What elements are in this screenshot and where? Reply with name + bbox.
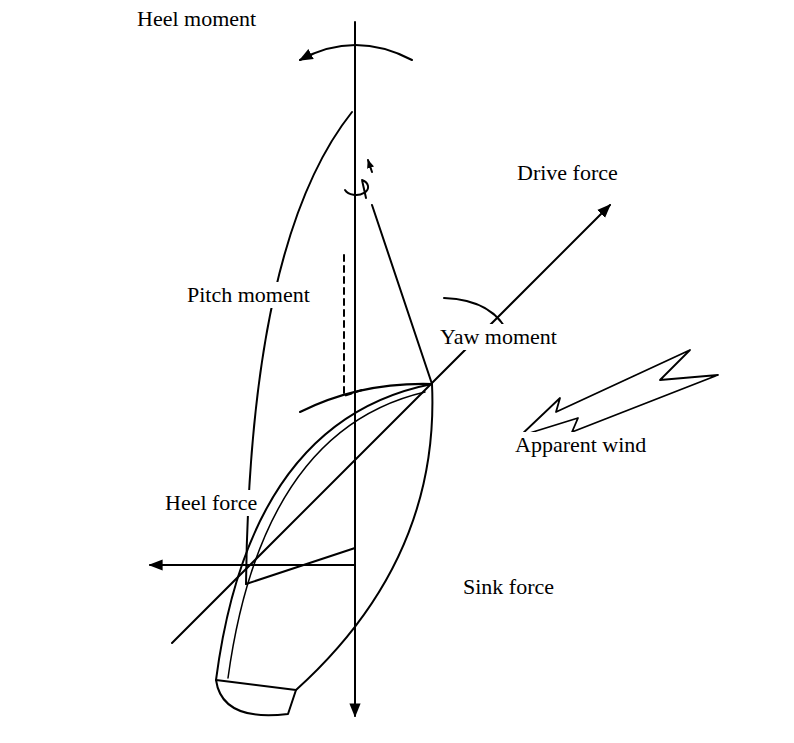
deck-line [228, 392, 425, 678]
sink-force-label: Sink force [460, 574, 557, 600]
heel-moment-arc [300, 45, 412, 60]
hull-side [216, 384, 432, 680]
forestay [372, 205, 432, 384]
hull-side [296, 384, 432, 690]
deck-line [300, 384, 432, 412]
heel-force-arrow [150, 564, 355, 566]
sail-leech [246, 112, 352, 584]
pitch-moment-head [368, 160, 372, 172]
yaw-moment-label: Yaw moment [437, 324, 560, 350]
drive-force-label: Drive force [514, 160, 621, 186]
heel-force-label: Heel force [162, 490, 260, 516]
apparent-wind-label: Apparent wind [512, 432, 649, 458]
heel-moment-label: Heel moment [134, 6, 259, 32]
pitch-moment-label: Pitch moment [184, 282, 313, 308]
pitch-moment-curl [345, 180, 368, 198]
dashed-line [344, 255, 362, 396]
apparent-wind-arrow [520, 350, 718, 436]
sink-force-arrow [354, 22, 356, 716]
stern-transom [216, 680, 296, 715]
